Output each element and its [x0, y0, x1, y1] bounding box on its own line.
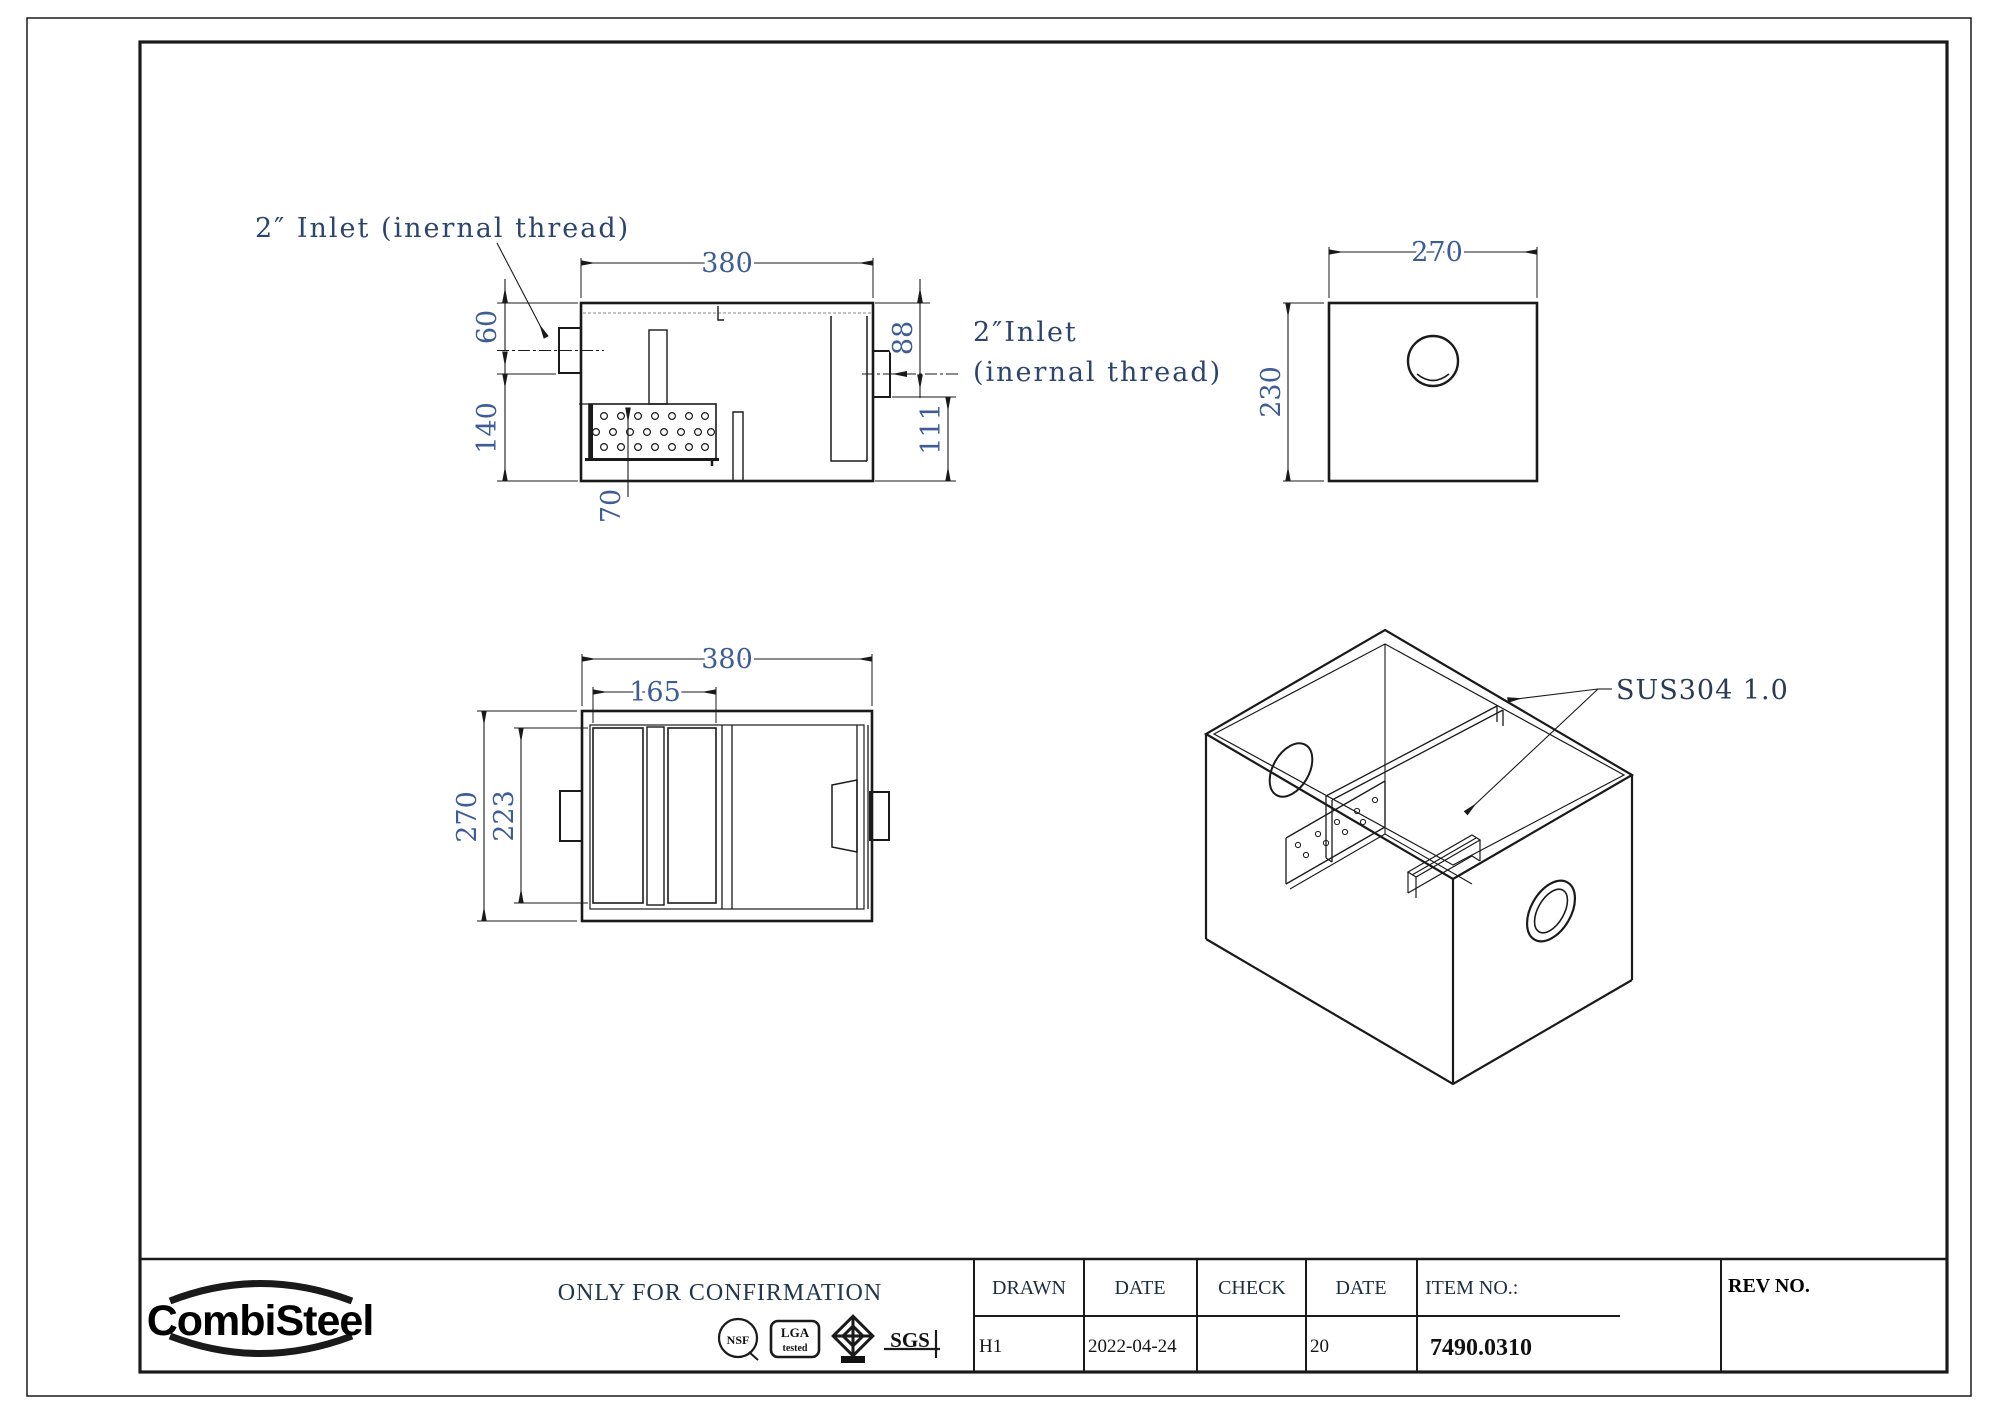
dim-basket-depth: 70: [593, 407, 631, 526]
dim-top-depth: 270: [449, 710, 577, 922]
header-item-no: ITEM NO.:: [1425, 1277, 1518, 1299]
outer-border: [26, 17, 1972, 1397]
iso-outlet-hole: [1525, 879, 1577, 943]
top-view-body: [580, 709, 874, 923]
outlet-note-line1: 2″Inlet: [973, 317, 1078, 348]
outlet-note-line2: (inernal thread): [973, 357, 1222, 388]
dim-text-270-end: 270: [1411, 237, 1463, 268]
end-view-thread-arc: [1416, 373, 1450, 382]
lga-tested-icon: LGA tested: [769, 1319, 821, 1359]
svg-text:tested: tested: [783, 1343, 808, 1354]
dim-text-70: 70: [596, 489, 627, 523]
inner-frame: [138, 40, 1949, 1374]
dim-inner-depth: 223: [486, 727, 588, 904]
value-drawn: H1: [979, 1336, 1002, 1357]
side-view: 380 60 140 70 88: [253, 211, 1223, 527]
iso-tall-baffle: [1325, 705, 1504, 863]
dim-side-width: 380: [580, 245, 874, 298]
logo-text: CombiSteel: [147, 1297, 374, 1345]
dim-text-380-top: 380: [701, 644, 753, 675]
inlet-note-leader: [496, 242, 549, 339]
dim-basket-width: 165: [592, 674, 717, 723]
certification-icons: NSF LGA tested SGS: [717, 1314, 940, 1363]
svg-text:NSF: NSF: [727, 1333, 750, 1347]
confirmation-text: ONLY FOR CONFIRMATION: [558, 1280, 882, 1306]
side-view-strainer-basket: [579, 403, 719, 466]
top-view-perforated-panel-right: [667, 727, 717, 904]
top-view-outlet-funnel: [831, 779, 858, 853]
end-view-inlet-hole: [1406, 334, 1460, 388]
dim-text-140: 140: [472, 402, 503, 454]
isometric-view: SUS304 1.0: [1203, 628, 1789, 1086]
side-view-hanging-baffle: [648, 329, 668, 405]
iso-front-plate: [1406, 834, 1482, 898]
dim-end-width: 270: [1328, 234, 1538, 298]
header-drawn: DRAWN: [992, 1277, 1066, 1299]
side-view-top-hook: [717, 306, 724, 321]
end-view: 270 230: [1253, 234, 1539, 483]
value-date1: 2022-04-24: [1088, 1336, 1177, 1357]
side-view-outlet-chamber: [830, 316, 868, 462]
dim-text-111: 111: [916, 403, 947, 455]
dim-end-height: 230: [1253, 302, 1324, 482]
dim-outlet-top-offset: 88: [875, 279, 930, 398]
sgs-icon: SGS: [884, 1328, 940, 1358]
dim-text-223: 223: [489, 790, 520, 842]
header-date2: DATE: [1335, 1277, 1386, 1299]
dim-text-230: 230: [1256, 366, 1287, 418]
dim-inlet-bottom-offset: 140: [469, 373, 578, 482]
side-view-basket-perforations: [591, 412, 715, 452]
header-date1: DATE: [1114, 1277, 1165, 1299]
dim-text-270-top: 270: [452, 791, 483, 843]
value-item-no: 7490.0310: [1430, 1335, 1532, 1361]
dim-text-165: 165: [629, 677, 681, 708]
title-block: CombiSteel ONLY FOR CONFIRMATION NSF LGA…: [140, 1257, 1947, 1372]
end-view-body: [1327, 301, 1539, 483]
material-note-text: SUS304 1.0: [1616, 675, 1789, 706]
iso-body-edges: [1204, 734, 1634, 1086]
iso-rim-inner: [1212, 643, 1626, 866]
outlet-leader-arrow: [892, 371, 907, 377]
svg-text:LGA: LGA: [781, 1325, 810, 1340]
dim-inlet-top-offset: 60: [469, 279, 578, 376]
combisteel-logo: CombiSteel: [147, 1280, 374, 1357]
dim-text-60: 60: [472, 310, 503, 344]
top-view-outlet-tab: [869, 791, 890, 841]
header-rev-no: REV NO.: [1728, 1275, 1810, 1297]
dim-text-380-side: 380: [701, 248, 753, 279]
inlet-note-text: 2″ Inlet (inernal thread): [255, 213, 630, 244]
top-view-inner-wall: [589, 724, 865, 910]
material-annotation: SUS304 1.0: [1463, 675, 1789, 816]
value-date2: 20: [1310, 1336, 1329, 1357]
nsf-icon: NSF: [717, 1317, 759, 1361]
header-check: CHECK: [1218, 1277, 1286, 1299]
knot-cert-icon: [831, 1314, 875, 1363]
dim-text-88: 88: [888, 321, 919, 355]
dim-top-width: 380: [581, 641, 873, 706]
side-view-tank-body: [579, 301, 875, 483]
iso-inlet-hole: [1268, 742, 1314, 798]
top-view: 380 165 270 223: [449, 641, 890, 923]
dim-outlet-bottom-offset: 111: [875, 396, 956, 482]
top-view-basket-divider: [646, 726, 665, 906]
iso-perforated-baffle: [1285, 780, 1386, 885]
side-view-bottom-baffle: [732, 411, 744, 481]
top-view-inlet-tab: [559, 790, 583, 842]
top-view-perforated-panel-left: [592, 727, 644, 904]
